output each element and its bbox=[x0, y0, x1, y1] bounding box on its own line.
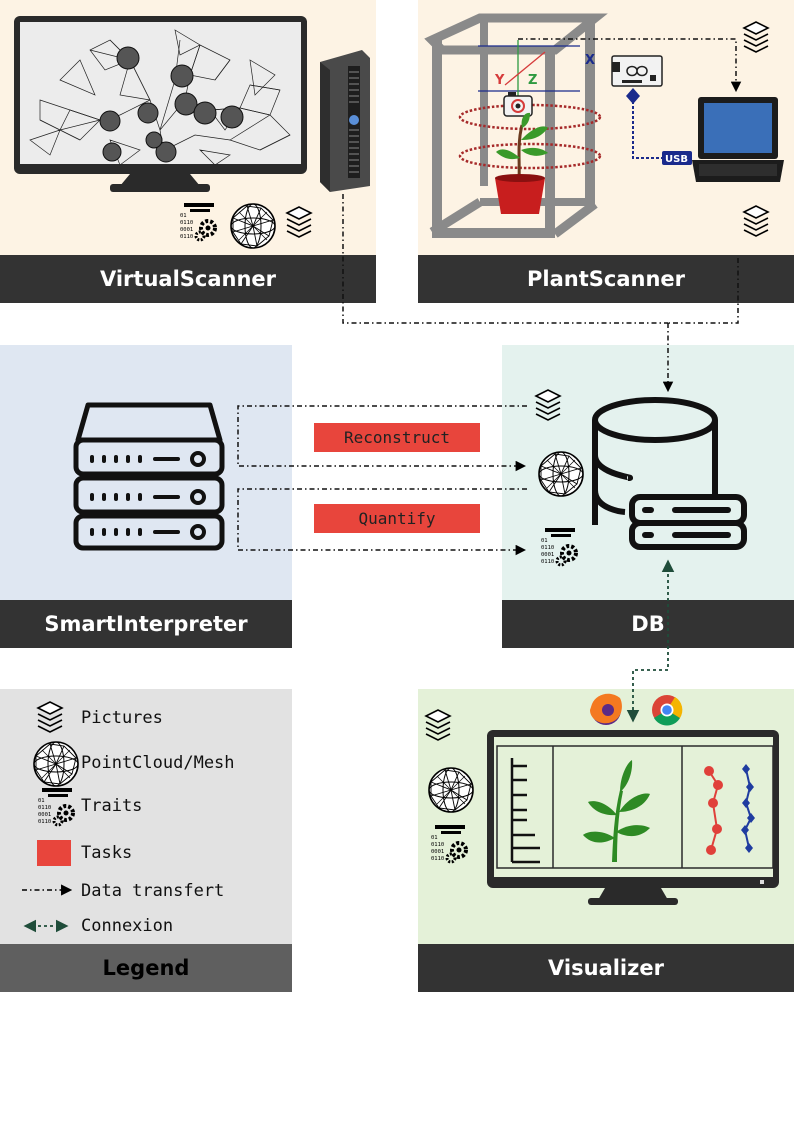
virtualscanner-title: VirtualScanner bbox=[0, 255, 376, 303]
server-icon bbox=[73, 402, 225, 551]
usb-label: USB bbox=[665, 154, 688, 165]
layers-icon bbox=[425, 709, 451, 741]
traits-icon bbox=[539, 526, 578, 567]
traits-icon bbox=[36, 786, 75, 827]
chrome-icon bbox=[652, 695, 683, 726]
usb-cable-icon: USB bbox=[626, 88, 692, 165]
plantscanner-title: PlantScanner bbox=[418, 255, 794, 303]
axis-x-label: X bbox=[585, 53, 595, 68]
legend-tasks-label: Tasks bbox=[81, 843, 133, 863]
pointcloud-sphere-icon bbox=[538, 451, 584, 497]
pointcloud-sphere-icon bbox=[230, 203, 276, 249]
legend-data-transfer-label: Data transfert bbox=[81, 881, 225, 901]
smartinterpreter-panel: SmartInterpreter bbox=[0, 345, 292, 648]
traits-icon bbox=[178, 201, 217, 242]
legend-traits-label: Traits bbox=[81, 796, 143, 816]
legend-task-swatch bbox=[37, 840, 71, 866]
legend-title: Legend bbox=[0, 944, 292, 992]
layers-icon bbox=[37, 701, 63, 733]
plant-wireframe-nodes bbox=[99, 46, 244, 163]
legend-connexion-label: Connexion bbox=[81, 916, 174, 936]
camera-icon bbox=[503, 92, 533, 117]
layers-icon bbox=[535, 389, 561, 421]
traits-icon bbox=[429, 823, 468, 864]
legend-pictures-label: Pictures bbox=[81, 708, 163, 728]
arduino-icon bbox=[611, 55, 663, 87]
laptop-icon bbox=[692, 97, 784, 182]
plant-icon bbox=[583, 760, 650, 862]
layers-icon bbox=[286, 206, 312, 238]
layers-icon bbox=[743, 205, 769, 237]
database-icon bbox=[592, 397, 747, 550]
data-transfer-arrows bbox=[237, 38, 742, 556]
smartinterpreter-title: SmartInterpreter bbox=[0, 600, 292, 648]
layers-icon bbox=[743, 21, 769, 53]
line-plot-red bbox=[704, 766, 723, 855]
pointcloud-sphere-icon bbox=[33, 741, 79, 787]
firefox-icon bbox=[590, 693, 622, 725]
workstation-tower-icon bbox=[320, 50, 370, 192]
connexion-arrow-db-visualizer bbox=[626, 559, 675, 723]
scanner-axes: X Y Z bbox=[478, 40, 595, 97]
legend-pointcloud-label: PointCloud/Mesh bbox=[81, 753, 235, 773]
plant-in-pot-icon bbox=[495, 112, 548, 214]
pointcloud-sphere-icon bbox=[428, 767, 474, 813]
monitor-icon bbox=[14, 16, 307, 192]
tree-structure-icon bbox=[510, 758, 540, 864]
visualizer-monitor-icon bbox=[487, 730, 779, 905]
line-plot-blue bbox=[741, 764, 755, 853]
visualizer-title: Visualizer bbox=[418, 944, 794, 992]
task-reconstruct: Reconstruct bbox=[314, 423, 480, 452]
axis-y-label: Y bbox=[494, 73, 505, 88]
axis-z-label: Z bbox=[528, 73, 537, 88]
task-quantify: Quantify bbox=[314, 504, 480, 533]
